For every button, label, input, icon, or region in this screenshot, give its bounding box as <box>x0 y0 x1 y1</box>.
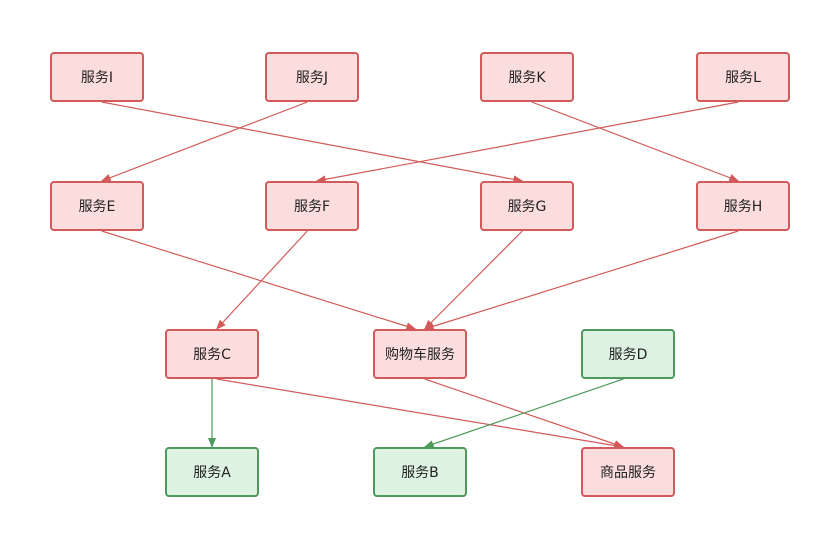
node-cart-service: 购物车服务 <box>373 329 467 379</box>
node-service-l: 服务L <box>696 52 790 102</box>
node-label: 服务C <box>193 347 231 363</box>
node-label: 服务K <box>508 70 546 86</box>
node-label: 购物车服务 <box>385 347 455 363</box>
node-service-h: 服务H <box>696 181 790 231</box>
node-service-e: 服务E <box>50 181 144 231</box>
node-label: 服务B <box>401 465 439 481</box>
edge-k-to-h <box>531 101 740 182</box>
edge-l-to-f <box>315 101 739 184</box>
node-service-f: 服务F <box>265 181 359 231</box>
node-service-g: 服务G <box>480 181 574 231</box>
edge-c-to-product <box>216 378 625 450</box>
node-label: 服务G <box>507 199 547 215</box>
edge-g-to-cart <box>423 230 523 330</box>
node-product-service: 商品服务 <box>581 447 675 497</box>
edge-i-to-g <box>101 101 524 184</box>
node-service-c: 服务C <box>165 329 259 379</box>
node-service-j: 服务J <box>265 52 359 102</box>
node-service-b: 服务B <box>373 447 467 497</box>
node-label: 服务E <box>78 199 116 215</box>
node-label: 服务H <box>723 199 763 215</box>
node-label: 服务A <box>193 465 231 481</box>
edge-e-to-cart <box>101 230 417 331</box>
edge-f-to-c <box>216 230 308 330</box>
node-label: 服务F <box>293 199 331 215</box>
node-label: 服务L <box>725 70 761 86</box>
node-service-i: 服务I <box>50 52 144 102</box>
node-label: 服务I <box>80 70 114 86</box>
node-service-a: 服务A <box>165 447 259 497</box>
node-label: 商品服务 <box>600 465 656 481</box>
edge-h-to-cart <box>423 230 739 331</box>
node-service-k: 服务K <box>480 52 574 102</box>
node-label: 服务J <box>295 70 329 86</box>
node-service-d: 服务D <box>581 329 675 379</box>
edge-d-to-b <box>423 378 624 448</box>
node-label: 服务D <box>608 347 648 363</box>
edge-j-to-e <box>100 101 308 182</box>
